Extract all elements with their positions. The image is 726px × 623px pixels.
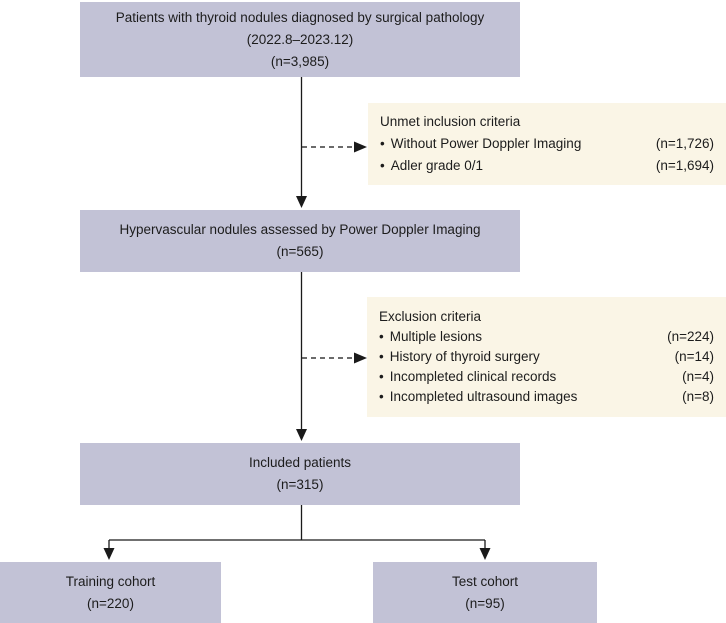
criteria-item: • Multiple lesions (n=224) bbox=[379, 327, 714, 347]
criteria-item-count: (n=1,726) bbox=[655, 136, 714, 151]
criteria-item: • Incompleted ultrasound images (n=8) bbox=[379, 387, 714, 407]
bullet-icon: • bbox=[379, 349, 384, 364]
criteria-item-label: Multiple lesions bbox=[389, 329, 483, 344]
training-cohort-text: Training cohort bbox=[65, 573, 156, 589]
initial-patients-text: Patients with thyroid nodules diagnosed … bbox=[115, 9, 485, 25]
arrowhead-down-2 bbox=[296, 429, 307, 441]
unmet-criteria-title: Unmet inclusion criteria bbox=[380, 114, 521, 129]
arrowhead-down-test bbox=[479, 548, 491, 560]
criteria-box-unmet-inclusion: Unmet inclusion criteria • Without Power … bbox=[368, 103, 726, 185]
criteria-item-count: (n=14) bbox=[674, 349, 714, 364]
criteria-item-count: (n=8) bbox=[682, 389, 714, 404]
bullet-icon: • bbox=[379, 329, 384, 344]
bullet-icon: • bbox=[380, 158, 385, 173]
exclusion-criteria-title: Exclusion criteria bbox=[379, 309, 482, 324]
criteria-item-label: History of thyroid surgery bbox=[389, 349, 540, 364]
arrowhead-down-training bbox=[103, 548, 115, 560]
criteria-item: • Adler grade 0/1 (n=1,694) bbox=[380, 155, 714, 177]
hypervascular-count: (n=565) bbox=[276, 244, 324, 259]
criteria-item-label: Incompleted clinical records bbox=[389, 369, 557, 384]
criteria-item: • History of thyroid surgery (n=14) bbox=[379, 347, 714, 367]
criteria-item-label: Without Power Doppler Imaging bbox=[390, 136, 582, 151]
bullet-icon: • bbox=[379, 369, 384, 384]
test-cohort-text: Test cohort bbox=[451, 573, 519, 589]
criteria-item-count: (n=4) bbox=[682, 369, 714, 384]
flow-box-initial-patients: Patients with thyroid nodules diagnosed … bbox=[80, 2, 520, 77]
arrowhead-right-1 bbox=[354, 141, 367, 153]
flow-box-included-patients: Included patients (n=315) bbox=[80, 443, 520, 505]
test-cohort-count: (n=95) bbox=[465, 595, 505, 611]
bullet-icon: • bbox=[380, 136, 385, 151]
initial-patients-count: (n=3,985) bbox=[270, 53, 330, 69]
criteria-item-label: Incompleted ultrasound images bbox=[389, 389, 578, 404]
included-patients-count: (n=315) bbox=[276, 477, 324, 492]
criteria-box-exclusion: Exclusion criteria • Multiple lesions (n=… bbox=[367, 297, 726, 417]
training-cohort-count: (n=220) bbox=[87, 595, 134, 611]
arrowhead-down-1 bbox=[296, 196, 307, 208]
initial-patients-dates: (2022.8–2023.12) bbox=[246, 31, 354, 47]
flow-box-hypervascular-nodules: Hypervascular nodules assessed by Power … bbox=[80, 210, 520, 272]
hypervascular-text: Hypervascular nodules assessed by Power … bbox=[119, 222, 481, 237]
criteria-item: • Without Power Doppler Imaging (n=1,726) bbox=[380, 133, 714, 155]
criteria-item: • Incompleted clinical records (n=4) bbox=[379, 367, 714, 387]
bullet-icon: • bbox=[379, 389, 384, 404]
arrowhead-right-2 bbox=[354, 352, 367, 364]
criteria-item-count: (n=1,694) bbox=[655, 158, 714, 173]
criteria-item-count: (n=224) bbox=[667, 329, 714, 344]
flow-box-test-cohort: Test cohort (n=95) bbox=[373, 562, 597, 623]
included-patients-text: Included patients bbox=[248, 455, 352, 470]
flow-box-training-cohort: Training cohort (n=220) bbox=[0, 562, 221, 623]
criteria-item-label: Adler grade 0/1 bbox=[390, 158, 484, 173]
